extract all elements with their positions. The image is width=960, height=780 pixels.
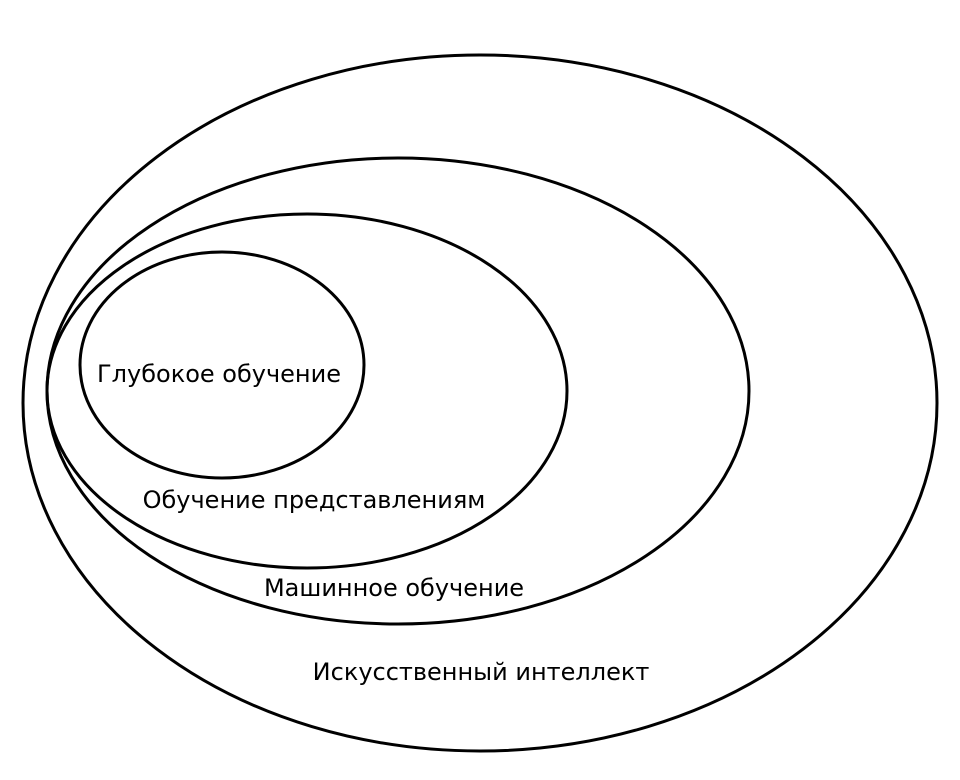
set-deep-learning xyxy=(78,250,366,480)
label-representation-learning: Обучение представлениям xyxy=(143,486,486,514)
label-machine-learning: Машинное обучение xyxy=(264,574,524,602)
label-deep-learning: Глубокое обучение xyxy=(97,360,341,388)
label-artificial-intelligence: Искусственный интеллект xyxy=(313,658,650,686)
set-artificial-intelligence xyxy=(21,53,939,753)
set-representation-learning xyxy=(45,212,569,570)
set-machine-learning xyxy=(45,156,751,626)
